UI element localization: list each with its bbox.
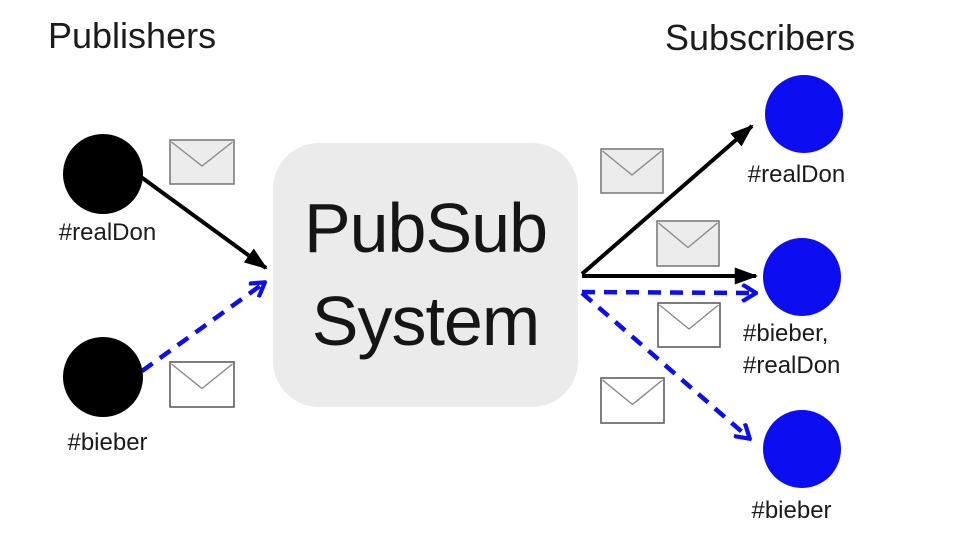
subscriber-label-line: #bieber,	[743, 320, 829, 347]
subscriber-node-bieber	[763, 410, 841, 488]
envelope-icon	[169, 361, 235, 408]
deliver-arrow-realdon-top	[580, 124, 754, 276]
subscriber-label-bieber-realdon: #bieber, #realDon	[743, 318, 840, 382]
publisher-node-bieber	[63, 337, 143, 417]
publisher-label-realdon: #realDon	[58, 219, 157, 246]
subscriber-node-realdon	[765, 75, 843, 153]
subscriber-label-line: #realDon	[743, 352, 841, 379]
publisher-label-bieber: #bieber	[67, 429, 148, 456]
publishers-heading: Publishers	[48, 15, 217, 56]
envelope-icon	[656, 220, 720, 267]
deliver-arrow-bieber-middle	[581, 292, 755, 293]
subscriber-label-bieber: #bieber	[751, 497, 832, 524]
subscribers-heading: Subscribers	[665, 17, 856, 58]
envelope-icon	[600, 377, 665, 424]
pubsub-box-title-line2: System	[311, 282, 540, 360]
publish-arrow-bieber	[140, 283, 264, 373]
subscriber-label-realdon: #realDon	[747, 161, 846, 188]
deliver-arrow-bieber-bottom	[580, 291, 749, 438]
publisher-node-realdon	[63, 134, 143, 214]
subscriber-node-bieber-realdon	[763, 238, 841, 316]
envelope-icon	[169, 139, 235, 185]
envelope-icon	[600, 148, 664, 194]
pubsub-box-title-line1: PubSub	[303, 189, 548, 267]
envelope-icon	[657, 302, 721, 348]
publish-arrow-realdon	[139, 175, 268, 270]
pubsub-system-box: PubSub System	[273, 143, 578, 407]
